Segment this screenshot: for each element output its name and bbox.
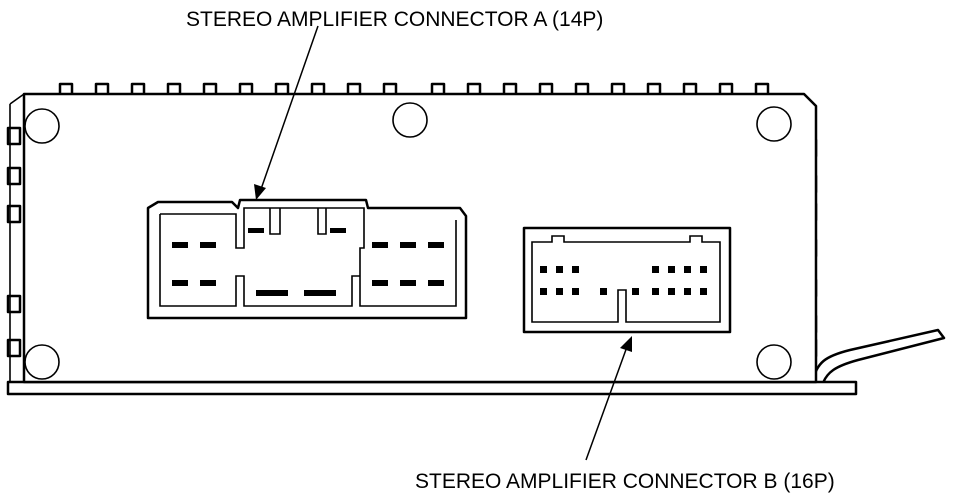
leader-line-a [259, 25, 319, 193]
pin-a [200, 242, 216, 248]
pin-a [256, 290, 288, 296]
pin-b [600, 288, 607, 295]
pin-a [372, 242, 388, 248]
pin-a [330, 228, 346, 233]
left-cooling-fins [6, 126, 22, 358]
pin-b [684, 288, 691, 295]
pin-a [428, 242, 444, 248]
left-fin [6, 166, 22, 186]
pin-a [172, 280, 188, 286]
pin-a [400, 242, 416, 248]
leader-arrow-a [254, 184, 266, 200]
pin-b [540, 288, 547, 295]
left-fin [6, 294, 22, 314]
mounting-hole-top-left [24, 108, 60, 144]
pin-b [632, 288, 639, 295]
pin-b [556, 266, 563, 273]
connector-a-label: STEREO AMPLIFIER CONNECTOR A (14P) [186, 8, 603, 31]
pin-b [540, 266, 547, 273]
pin-a [248, 228, 264, 233]
connector-a [146, 198, 468, 320]
pin-a [172, 242, 188, 248]
left-fin [6, 126, 22, 146]
connector-b-label: STEREO AMPLIFIER CONNECTOR B (16P) [415, 470, 835, 493]
pin-a [372, 280, 388, 286]
pin-a [304, 290, 336, 296]
leader-line-b [585, 343, 629, 461]
pin-b [700, 288, 707, 295]
cable [810, 328, 946, 388]
mounting-hole-top-center [392, 102, 428, 138]
pin-a [428, 280, 444, 286]
pin-a [200, 280, 216, 286]
amplifier-top-edge [9, 93, 25, 382]
mounting-plate [6, 380, 858, 396]
pin-b [572, 266, 579, 273]
pin-b [668, 266, 675, 273]
pin-b [684, 266, 691, 273]
mounting-hole-bottom-right [756, 344, 792, 380]
pin-b [700, 266, 707, 273]
pin-a [400, 280, 416, 286]
connector-b [522, 226, 732, 334]
pin-b [668, 288, 675, 295]
mounting-hole-bottom-left [24, 344, 60, 380]
pin-b [652, 288, 659, 295]
leader-arrow-b [620, 336, 632, 352]
pin-b [572, 288, 579, 295]
pin-b [556, 288, 563, 295]
mounting-hole-top-right [756, 106, 792, 142]
left-fin [6, 338, 22, 358]
pin-b [652, 266, 659, 273]
left-fin [6, 204, 22, 224]
